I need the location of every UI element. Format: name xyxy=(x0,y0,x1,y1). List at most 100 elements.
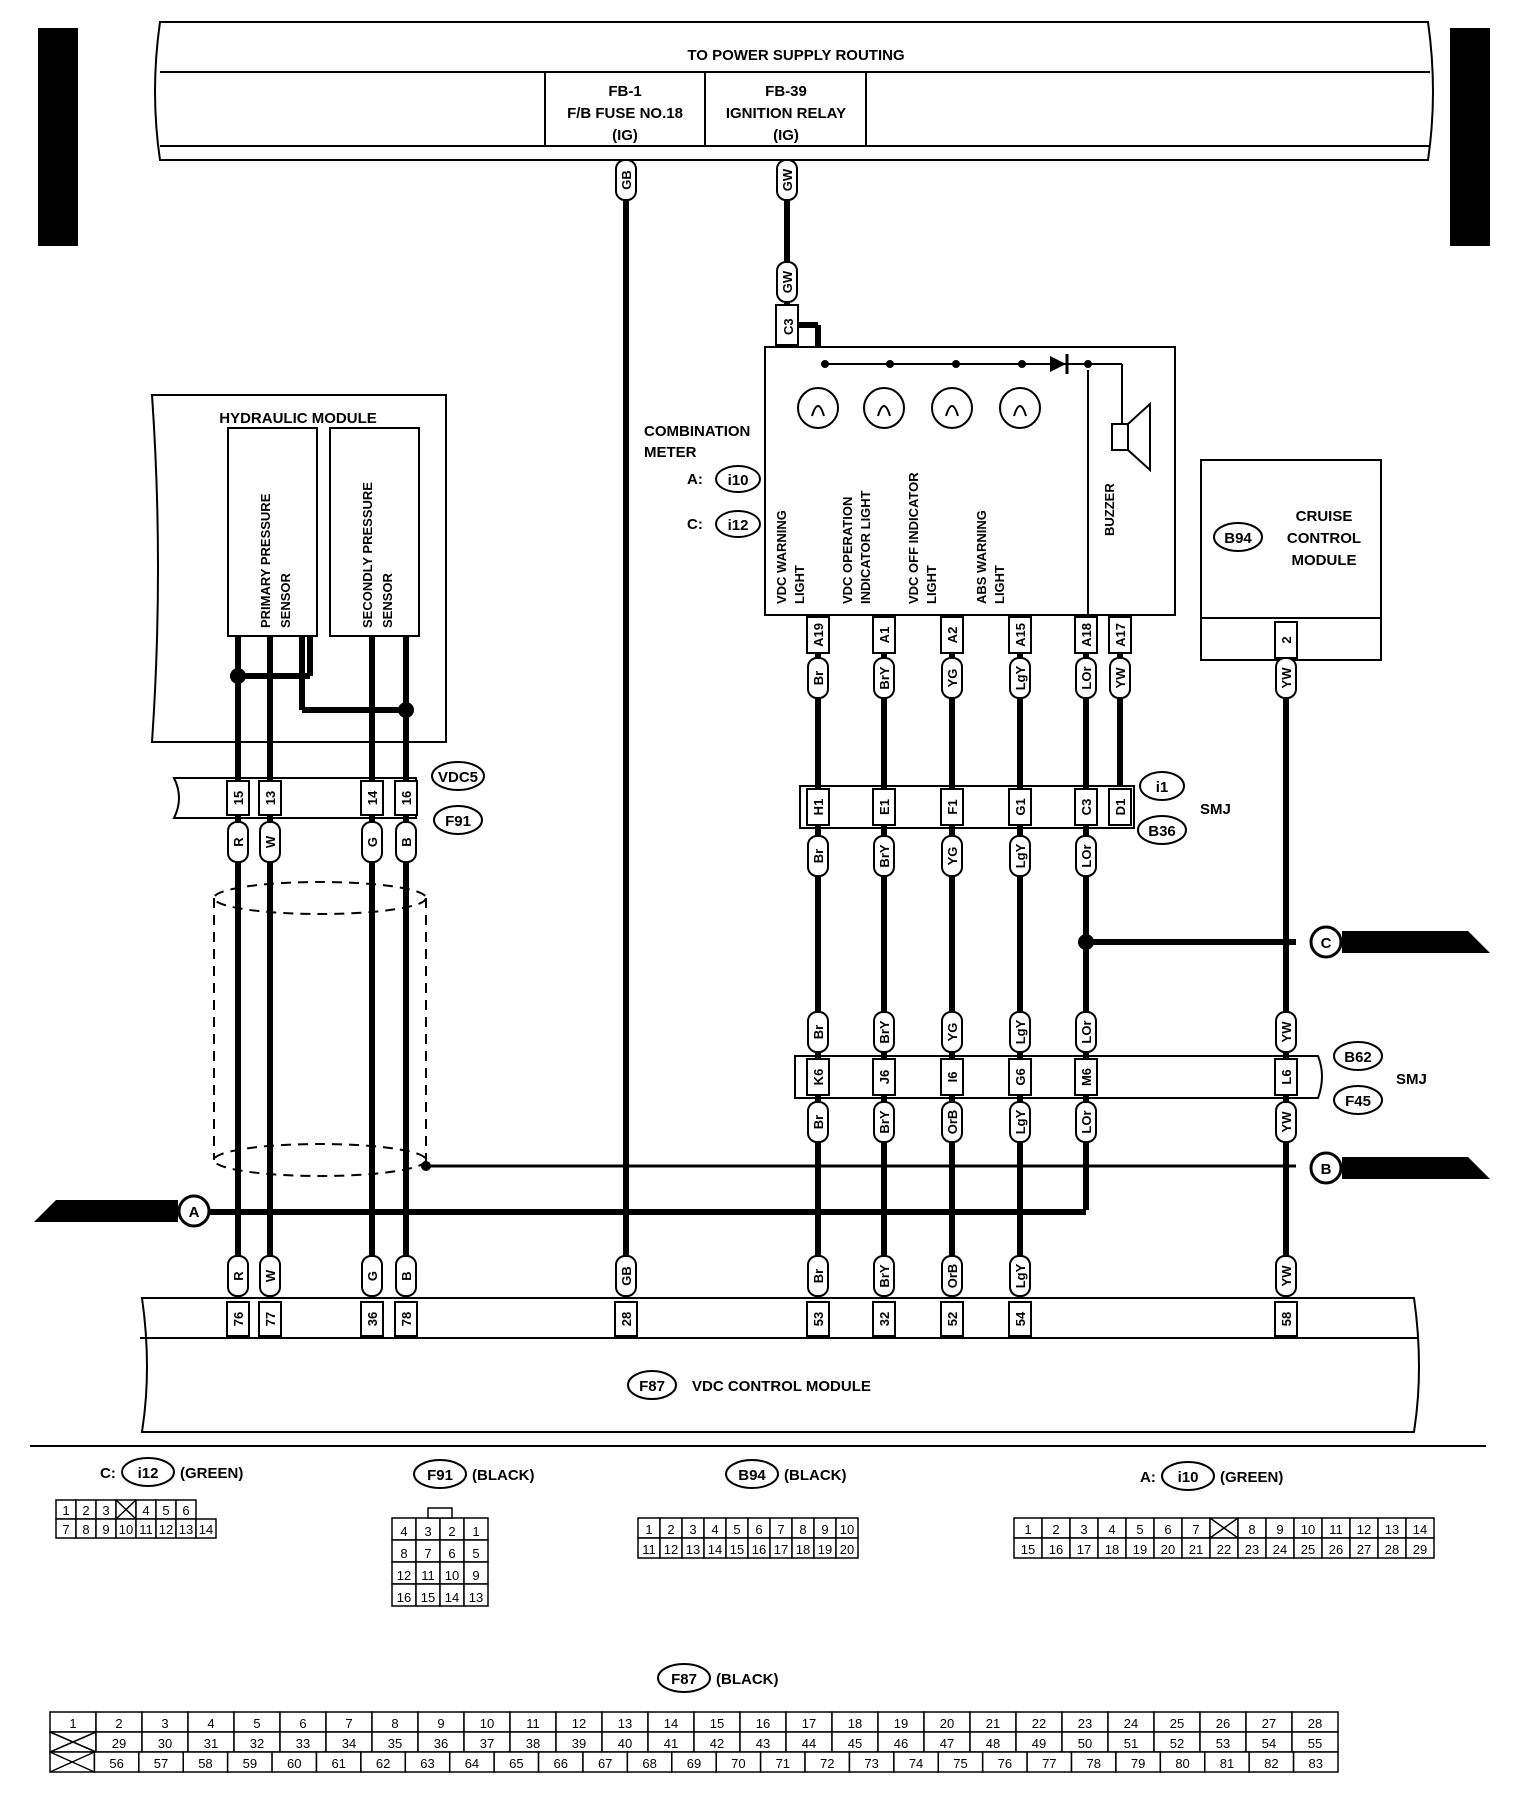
offpage-a: VDC-01 A xyxy=(34,1194,211,1228)
vdc-off-line2: LIGHT xyxy=(924,565,939,604)
vdc-control-module xyxy=(140,1297,1420,1433)
legend-b94-row2-cell: 20 xyxy=(840,1542,854,1557)
legend-f87-row2-cell: 44 xyxy=(802,1736,816,1751)
wire-tag-meter-out-2-text: YG xyxy=(945,669,960,688)
legend-f87-row1-cell: 14 xyxy=(664,1716,678,1731)
legend-f87-row1-cell: 9 xyxy=(437,1716,444,1731)
legend-f91-row1-cell: 1 xyxy=(472,1524,479,1539)
meter-pin-a15-text: A15 xyxy=(1013,623,1028,647)
meter-pin-a1: A1 xyxy=(872,616,896,654)
legend-f91-row3-cell: 10 xyxy=(445,1568,459,1583)
smj1-pin-f1-text: F1 xyxy=(945,799,960,814)
meter-pin-a18-text: A18 xyxy=(1079,623,1094,647)
legend-i10-row1-cell: 3 xyxy=(1080,1522,1087,1537)
meter-title-line2: METER xyxy=(644,444,697,461)
offpage-c-label: VDC-03 xyxy=(1350,935,1403,952)
legend-f87-row3-cell: 81 xyxy=(1220,1756,1234,1771)
wire-tag-hydraulic-1: W xyxy=(259,821,281,863)
cruise-connector: B94 xyxy=(1224,530,1252,547)
legend-f87-row2-cell: 52 xyxy=(1170,1736,1184,1751)
legend-i10-row2-cell: 15 xyxy=(1021,1542,1035,1557)
legend-f87-row3-cell: 69 xyxy=(687,1756,701,1771)
wire-tag-module-5: Br xyxy=(807,1255,829,1297)
legend-b94-row2-cell: 15 xyxy=(730,1542,744,1557)
legend-f87-row2-cell: 43 xyxy=(756,1736,770,1751)
wire-tag-cruise: YW xyxy=(1275,657,1297,699)
smj2-pin-l6: L6 xyxy=(1274,1058,1298,1096)
smj1-pin-f1: F1 xyxy=(940,788,964,826)
conn-b36: B36 xyxy=(1148,823,1176,840)
wire-tag-module-1: W xyxy=(259,1255,281,1297)
wire-tag-meter-out-3: LgY xyxy=(1009,657,1031,699)
wire-tag-hydraulic-0-text: R xyxy=(231,837,246,847)
legend-i10-row2-cell: 23 xyxy=(1245,1542,1259,1557)
meter-pin-a2: A2 xyxy=(940,616,964,654)
legend-f87-row1-cell: 20 xyxy=(940,1716,954,1731)
wire-tag-meter-out-4-text: LOr xyxy=(1079,666,1094,689)
wire-tag-meter-out-5-text: YW xyxy=(1113,667,1128,689)
legend-i12-row2-cell: 12 xyxy=(159,1522,173,1537)
page-tag-right-text: VDC-02 xyxy=(1456,84,1489,191)
meter-conn-a-prefix: A: xyxy=(687,471,703,488)
vdc-warning-line2: LIGHT xyxy=(792,565,807,604)
diode-icon xyxy=(1050,354,1069,374)
wire-tag-smj1-after-2-text: YG xyxy=(945,847,960,866)
wire-tag-smj1-after-4: LOr xyxy=(1075,835,1097,877)
legend-f87-row1-cell: 4 xyxy=(207,1716,214,1731)
wire-tag-smj2-before-5: YW xyxy=(1275,1011,1297,1053)
legend-i10-name: i10 xyxy=(1178,1469,1199,1486)
legend-f91-row4-cell: 16 xyxy=(397,1590,411,1605)
legend-f87-row1-cell: 26 xyxy=(1216,1716,1230,1731)
module-pin-54: 54 xyxy=(1008,1301,1032,1337)
legend-b94-row1-cell: 5 xyxy=(733,1522,740,1537)
legend-i10-row2-cell: 26 xyxy=(1329,1542,1343,1557)
module-pin-76-text: 76 xyxy=(231,1312,246,1326)
legend-f87-row3-cell: 62 xyxy=(376,1756,390,1771)
meter-conn-c-prefix: C: xyxy=(687,516,703,533)
legend-i10-row2-cell: 27 xyxy=(1357,1542,1371,1557)
legend-i10-row2-cell: 28 xyxy=(1385,1542,1399,1557)
smj1-pin-h1: H1 xyxy=(806,788,830,826)
fb39-line2: IGNITION RELAY xyxy=(726,105,846,122)
legend-b94-row2-cell: 13 xyxy=(686,1542,700,1557)
legend-f87-row2-cell: 47 xyxy=(940,1736,954,1751)
shield xyxy=(213,881,427,1177)
wire-tag-smj2-after-5-text: YW xyxy=(1279,1111,1294,1133)
module-pin-32: 32 xyxy=(872,1301,896,1337)
legend-b94-row2-cell: 11 xyxy=(642,1542,656,1557)
offpage-b: B VDC-04 xyxy=(1309,1151,1490,1185)
wire-tag-module-7: OrB xyxy=(941,1255,963,1297)
module-pin-53-text: 53 xyxy=(811,1312,826,1326)
module-pin-36-text: 36 xyxy=(365,1312,380,1326)
legend-f87-row2-cell: 55 xyxy=(1308,1736,1322,1751)
legend-f87-row2-cell: 38 xyxy=(526,1736,540,1751)
legend-f87-name: F87 xyxy=(671,1671,697,1688)
legend-i12-row2-cell: 11 xyxy=(139,1522,153,1537)
smj2-pin-g6: G6 xyxy=(1008,1058,1032,1096)
secondary-sensor-line1: SECONDLY PRESSURE xyxy=(360,482,375,628)
legend-f91-row1-cell: 4 xyxy=(400,1524,407,1539)
conn-f91: F91 xyxy=(445,813,471,830)
cruise-title-line2: CONTROL xyxy=(1287,530,1361,547)
legend-i10-row1-cell: 6 xyxy=(1164,1522,1171,1537)
wire-tag-module-4: GB xyxy=(615,1255,637,1297)
lamp-icon xyxy=(931,387,973,429)
wire-tag-module-6: BrY xyxy=(873,1255,895,1297)
page-tag-right: VDC-02 xyxy=(1450,28,1490,246)
legend-i12-row2-cell: 7 xyxy=(62,1522,69,1537)
legend-i10-row2-cell: 20 xyxy=(1161,1542,1175,1557)
wire-tag-smj1-after-3-text: LgY xyxy=(1013,843,1028,868)
legend-i10-row1-cell: 10 xyxy=(1301,1522,1315,1537)
junction-dots xyxy=(230,668,1094,950)
module-pin-76: 76 xyxy=(226,1301,250,1337)
legend-f87-row3-cell: 58 xyxy=(198,1756,212,1771)
legend-i10-row1-cell: 11 xyxy=(1329,1522,1343,1537)
hydraulic-pin-14: 14 xyxy=(360,780,384,816)
legend-i12-row2-cell: 8 xyxy=(82,1522,89,1537)
